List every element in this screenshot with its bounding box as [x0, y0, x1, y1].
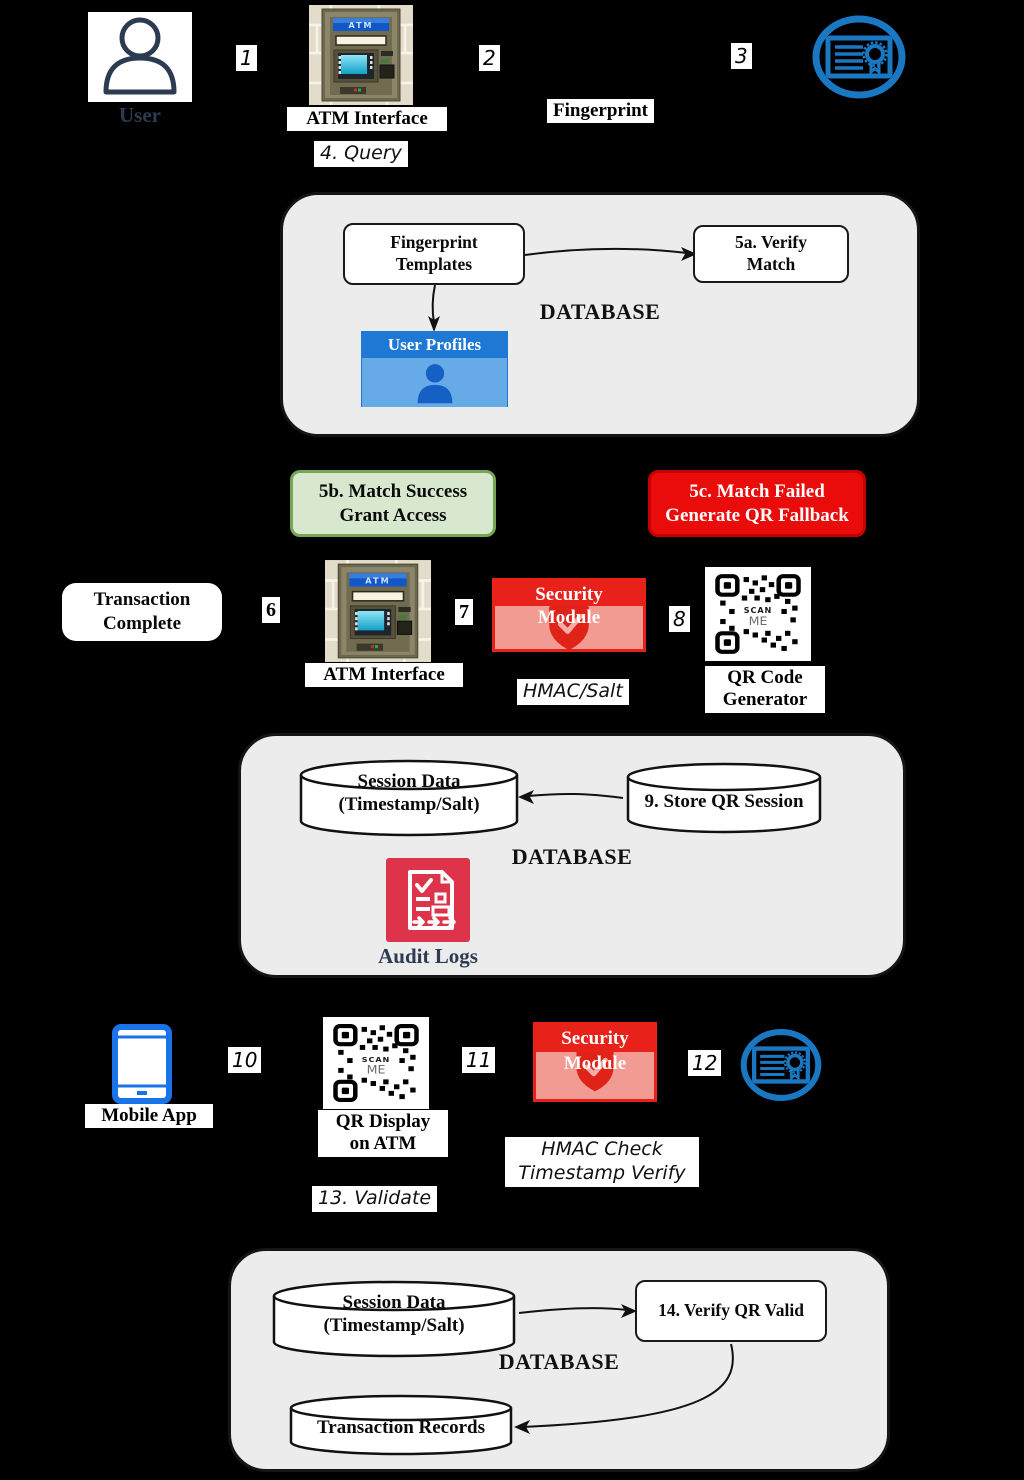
atm-sign-text-2: ATM	[365, 575, 390, 585]
match-success-line2: Grant Access	[339, 504, 447, 526]
fingerprint-note: Fingerprint	[547, 99, 654, 124]
session-data-2-line2: (Timestamp/Salt)	[323, 1314, 465, 1336]
qr-display-label: QR Display on ATM	[318, 1110, 448, 1157]
store-qr-session-cylinder: 9. Store QR Session	[625, 761, 823, 835]
step-3-label: 3	[731, 43, 752, 69]
match-success-line1: 5b. Match Success	[318, 480, 468, 502]
audit-logs-label: Audit Logs	[378, 944, 478, 968]
transaction-complete-node: Transaction Complete	[62, 583, 222, 641]
user-icon	[103, 17, 177, 95]
atm-interface-label: ATM Interface	[287, 107, 447, 132]
qr-code-icon: SCAN ME	[705, 567, 811, 661]
transaction-records-cylinder: Transaction Records	[288, 1393, 514, 1459]
atm-sign-text: ATM	[349, 21, 374, 30]
step-7-label: 7	[455, 599, 473, 625]
step-10-label: 10	[228, 1047, 262, 1073]
step-11-label: 11	[462, 1047, 496, 1073]
verify-qr-valid-node: 14. Verify QR Valid	[635, 1280, 827, 1342]
session-data-2-line1: Session Data	[342, 1292, 446, 1313]
qr-scan-text: SCAN	[744, 606, 772, 615]
store-qr-session-label: 9. Store QR Session	[644, 791, 804, 812]
step-2-label: 2	[479, 45, 500, 71]
database-panel-2: Session Data (Timestamp/Salt) 9. Store Q…	[238, 733, 906, 978]
qr-display-line1: QR Display	[335, 1111, 431, 1132]
step-1-label: 1	[236, 45, 257, 71]
certificate-icon-2	[736, 1026, 826, 1109]
hmac-salt-note: HMAC/Salt	[517, 679, 629, 705]
hmac-check-line2: Timestamp Verify	[518, 1161, 686, 1184]
security-module-widget: Security Module	[492, 578, 646, 652]
hmac-check-note: HMAC Check Timestamp Verify	[505, 1137, 699, 1187]
user-card	[88, 12, 192, 102]
atm-icon-2: ATM	[325, 560, 431, 662]
db2-title: DATABASE	[511, 844, 633, 869]
qr-display-line2: on ATM	[349, 1133, 417, 1155]
shield-icon-2	[576, 1044, 614, 1092]
match-failed-node: 5c. Match Failed Generate QR Fallback	[648, 470, 866, 537]
validate-note: 13. Validate	[312, 1186, 438, 1212]
query-note: 4. Query	[314, 141, 408, 167]
match-success-node: 5b. Match Success Grant Access	[290, 470, 496, 537]
hmac-check-line1: HMAC Check	[541, 1138, 663, 1160]
session-data-line2: (Timestamp/Salt)	[338, 793, 480, 815]
transaction-records-label: Transaction Records	[317, 1417, 485, 1438]
match-failed-line2: Generate QR Fallback	[665, 504, 849, 526]
security-module-2-line1: Security	[536, 1025, 654, 1053]
security-module-2-line2: Module	[563, 1053, 627, 1075]
mobile-app-label: Mobile App	[85, 1104, 213, 1129]
atm-interface-label-2: ATM Interface	[305, 663, 463, 688]
security-module-widget-2: Security Module	[533, 1022, 657, 1102]
qr-me-text: ME	[749, 614, 768, 628]
qr-generator-line2: Generator	[722, 689, 808, 711]
user-label: User	[119, 103, 161, 127]
transaction-complete-line2: Complete	[102, 613, 182, 634]
qr-display-icon: SCAN ME	[323, 1017, 429, 1109]
db3-title: DATABASE	[498, 1349, 620, 1374]
shield-icon	[549, 599, 589, 649]
session-data-cylinder-2: Session Data (Timestamp/Salt)	[271, 1279, 517, 1359]
security-module-line2: Module	[537, 607, 601, 629]
step-8-label: 8	[669, 606, 690, 632]
database-panel-1: Fingerprint Templates 5a. Verify Match D…	[280, 192, 920, 437]
qr-me-text-2: ME	[367, 1063, 386, 1076]
step-12-label: 12	[688, 1050, 722, 1076]
step-6-label: 6	[262, 597, 280, 623]
session-data-line1: Session Data	[357, 771, 461, 792]
atm-icon: ATM	[309, 5, 413, 105]
user-profiles-label: User Profiles	[362, 332, 507, 358]
certificate-icon	[811, 12, 907, 107]
session-data-cylinder: Session Data (Timestamp/Salt)	[298, 758, 520, 838]
match-failed-line1: 5c. Match Failed	[689, 480, 825, 502]
qr-scan-text-2: SCAN	[362, 1056, 390, 1065]
user-profiles-widget: User Profiles	[361, 331, 508, 407]
verify-match-node: 5a. Verify Match	[693, 225, 849, 283]
fingerprint-templates-node: Fingerprint Templates	[343, 223, 525, 285]
db1-title: DATABASE	[539, 299, 661, 324]
qr-generator-label: QR Code Generator	[705, 666, 825, 713]
qr-generator-line1: QR Code	[727, 667, 803, 688]
transaction-complete-line1: Transaction	[93, 589, 191, 611]
security-module-line1: Security	[495, 581, 643, 607]
mobile-app-icon	[111, 1024, 173, 1109]
audit-logs-icon	[386, 858, 470, 942]
database-panel-3: Session Data (Timestamp/Salt) 14. Verify…	[228, 1248, 890, 1472]
user-profile-icon	[417, 363, 452, 403]
user-profiles-body	[362, 358, 507, 407]
